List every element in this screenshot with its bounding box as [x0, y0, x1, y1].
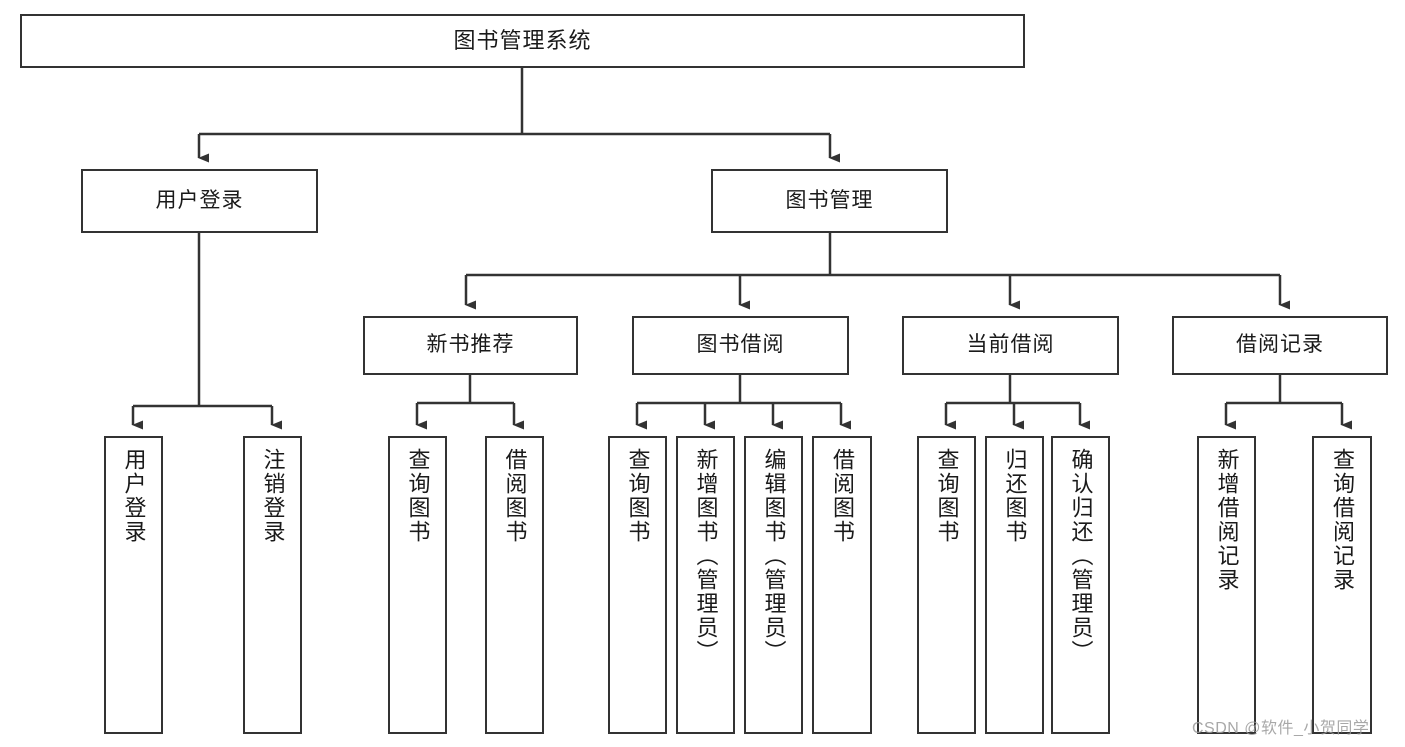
leaf-book-borrow-edit-admin[interactable]: 编辑图书（管理员）	[744, 436, 803, 734]
leaf-new-book-borrow[interactable]: 借阅图书	[485, 436, 544, 734]
node-book-borrow[interactable]: 图书借阅	[632, 316, 849, 375]
node-label: 确认归还（管理员）	[1068, 448, 1094, 664]
node-label: 当前借阅	[966, 333, 1055, 357]
node-label: 图书借阅	[696, 333, 785, 357]
leaf-user-login-logout[interactable]: 注销登录	[243, 436, 302, 734]
node-label: 查询图书	[625, 448, 651, 544]
node-label: 用户登录	[121, 448, 147, 544]
leaf-borrow-record-add[interactable]: 新增借阅记录	[1197, 436, 1256, 734]
node-user-login[interactable]: 用户登录	[81, 169, 318, 233]
node-label: 新书推荐	[426, 333, 515, 357]
node-book-management[interactable]: 图书管理	[711, 169, 948, 233]
leaf-user-login-do-login[interactable]: 用户登录	[104, 436, 163, 734]
csdn-watermark: CSDN @软件_小贺同学	[1192, 720, 1370, 737]
leaf-current-borrow-query[interactable]: 查询图书	[917, 436, 976, 734]
leaf-current-borrow-return[interactable]: 归还图书	[985, 436, 1044, 734]
node-current-borrow[interactable]: 当前借阅	[902, 316, 1119, 375]
leaf-book-borrow-query[interactable]: 查询图书	[608, 436, 667, 734]
node-label: 编辑图书（管理员）	[761, 448, 787, 664]
node-label: 借阅记录	[1236, 333, 1324, 357]
node-label: 图书管理	[785, 188, 874, 212]
node-new-book-recommend[interactable]: 新书推荐	[363, 316, 578, 375]
node-label: 查询借阅记录	[1330, 448, 1355, 592]
leaf-book-borrow-borrow[interactable]: 借阅图书	[812, 436, 872, 734]
leaf-new-book-query[interactable]: 查询图书	[388, 436, 447, 734]
node-label: 查询图书	[934, 448, 960, 544]
node-label: 借阅图书	[830, 448, 855, 544]
node-label: 新增图书（管理员）	[693, 448, 719, 664]
node-borrow-record[interactable]: 借阅记录	[1172, 316, 1388, 375]
leaf-current-borrow-confirm-return-admin[interactable]: 确认归还（管理员）	[1051, 436, 1110, 734]
node-label: 注销登录	[260, 448, 286, 544]
node-label: 用户登录	[155, 188, 244, 212]
node-root-book-management-system[interactable]: 图书管理系统	[20, 14, 1025, 68]
node-label: 新增借阅记录	[1214, 448, 1240, 592]
node-label: 图书管理系统	[453, 28, 592, 54]
node-label: 归还图书	[1002, 448, 1028, 544]
node-label: 借阅图书	[502, 448, 528, 544]
leaf-borrow-record-query[interactable]: 查询借阅记录	[1312, 436, 1372, 734]
node-label: 查询图书	[405, 448, 431, 544]
leaf-book-borrow-add-admin[interactable]: 新增图书（管理员）	[676, 436, 735, 734]
